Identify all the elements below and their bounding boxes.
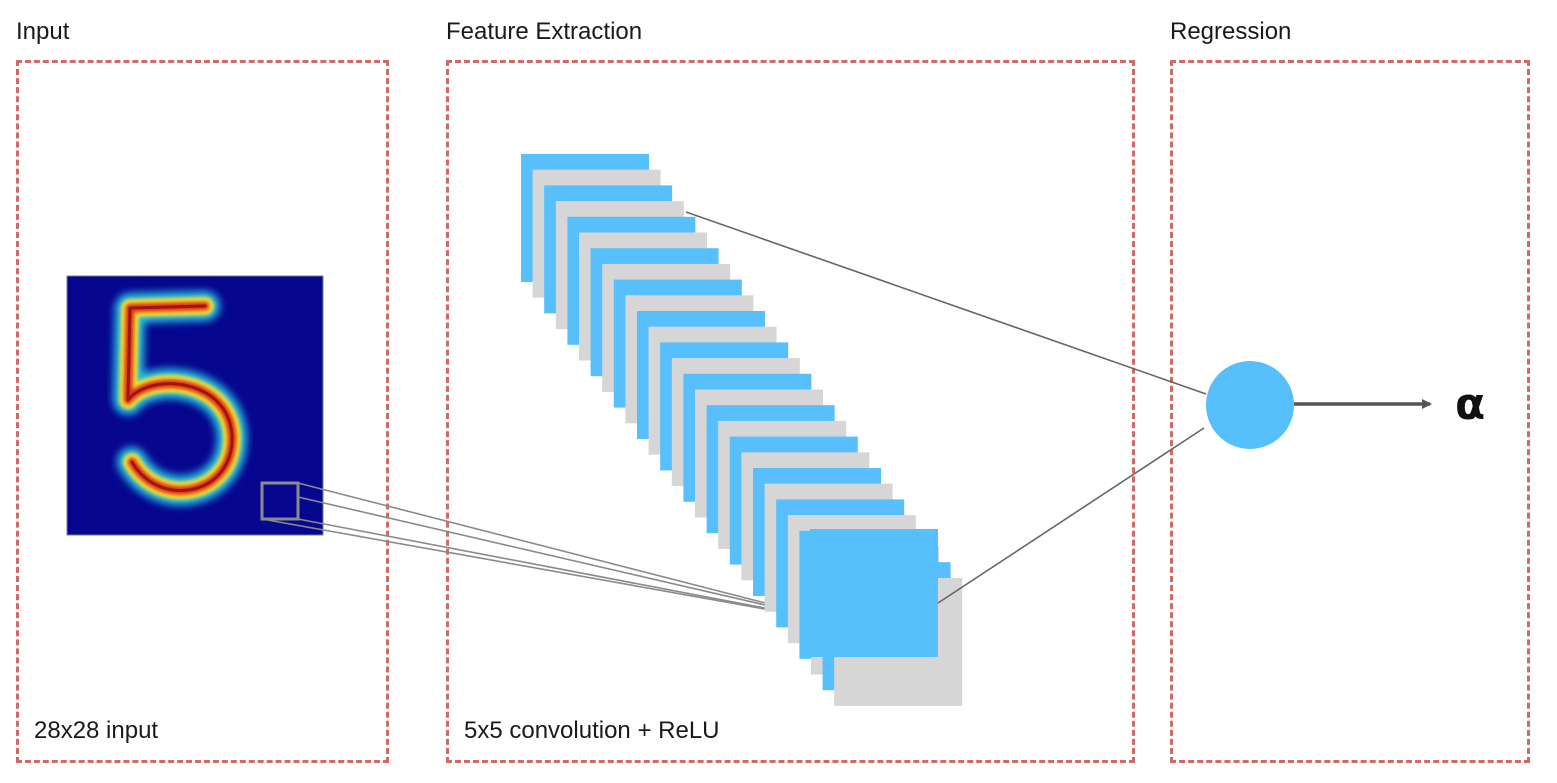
regression-neuron xyxy=(1206,361,1294,449)
input-section-title: Input xyxy=(16,18,70,45)
input-caption: 28x28 input xyxy=(34,717,159,744)
regression-panel xyxy=(1170,60,1530,763)
feature-map-front xyxy=(810,529,938,657)
regression-section-title: Regression xyxy=(1170,18,1292,45)
digit-heatmap-image xyxy=(66,275,324,536)
receptive-field-box xyxy=(260,481,300,521)
feature-map-stack xyxy=(521,154,963,706)
input-panel xyxy=(16,60,389,763)
output-alpha-symbol: α xyxy=(1455,379,1485,430)
feature-extraction-caption: 5x5 convolution + ReLU xyxy=(464,717,720,744)
feature-extraction-panel xyxy=(446,60,1135,763)
feature-extraction-section-title: Feature Extraction xyxy=(446,18,643,45)
receptive-field-connectors xyxy=(261,482,844,624)
feature-to-neuron-connectors xyxy=(685,211,1207,604)
